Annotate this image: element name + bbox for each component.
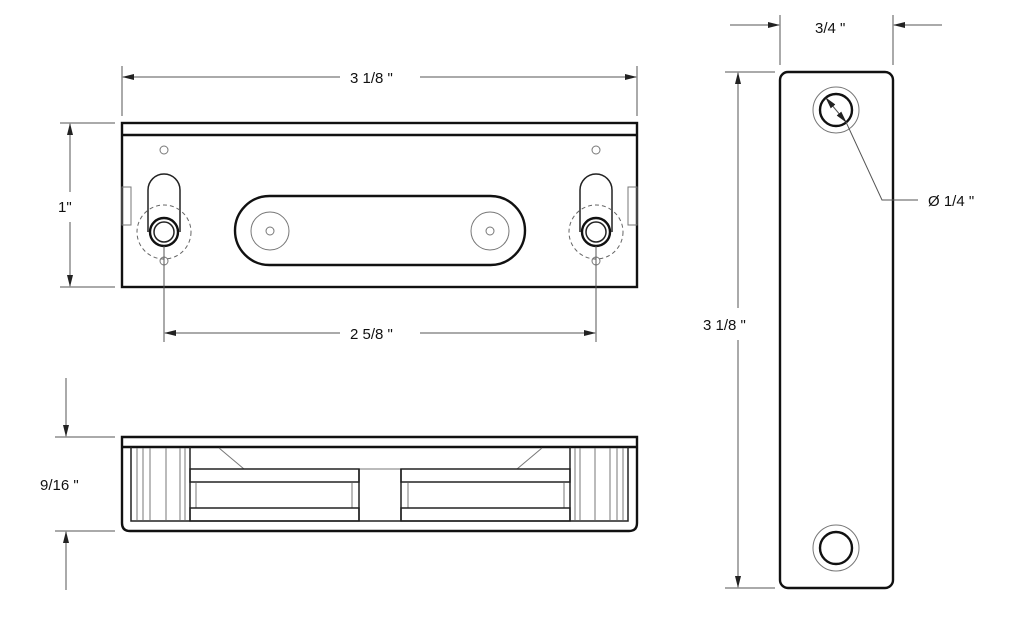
- dimension-label: 3 1/8 ": [350, 70, 393, 87]
- dimension-top-length: 3 1/8 ": [121, 66, 638, 116]
- dimension-label: Ø 1/4 ": [928, 193, 974, 210]
- dimension-hole-diameter: Ø 1/4 ": [825, 97, 974, 210]
- dimension-label: 2 5/8 ": [350, 326, 393, 343]
- right-mount-slot: [568, 145, 624, 266]
- dimension-label: 3/4 ": [815, 20, 845, 37]
- dimension-top-height: 1": [58, 122, 115, 288]
- side-view: [778, 70, 895, 590]
- dimension-label: 9/16 ": [40, 477, 79, 494]
- top-view: [120, 121, 639, 289]
- dimension-depth: 9/16 ": [40, 378, 115, 590]
- dimension-label: 1": [58, 199, 72, 216]
- dimension-side-length: 3 1/8 ": [703, 71, 775, 589]
- front-view: [120, 435, 639, 533]
- dimension-label: 3 1/8 ": [703, 317, 746, 334]
- center-plate: [233, 194, 527, 267]
- dimension-hole-spacing: 2 5/8 ": [163, 246, 597, 343]
- dimension-side-width: 3/4 ": [730, 15, 942, 65]
